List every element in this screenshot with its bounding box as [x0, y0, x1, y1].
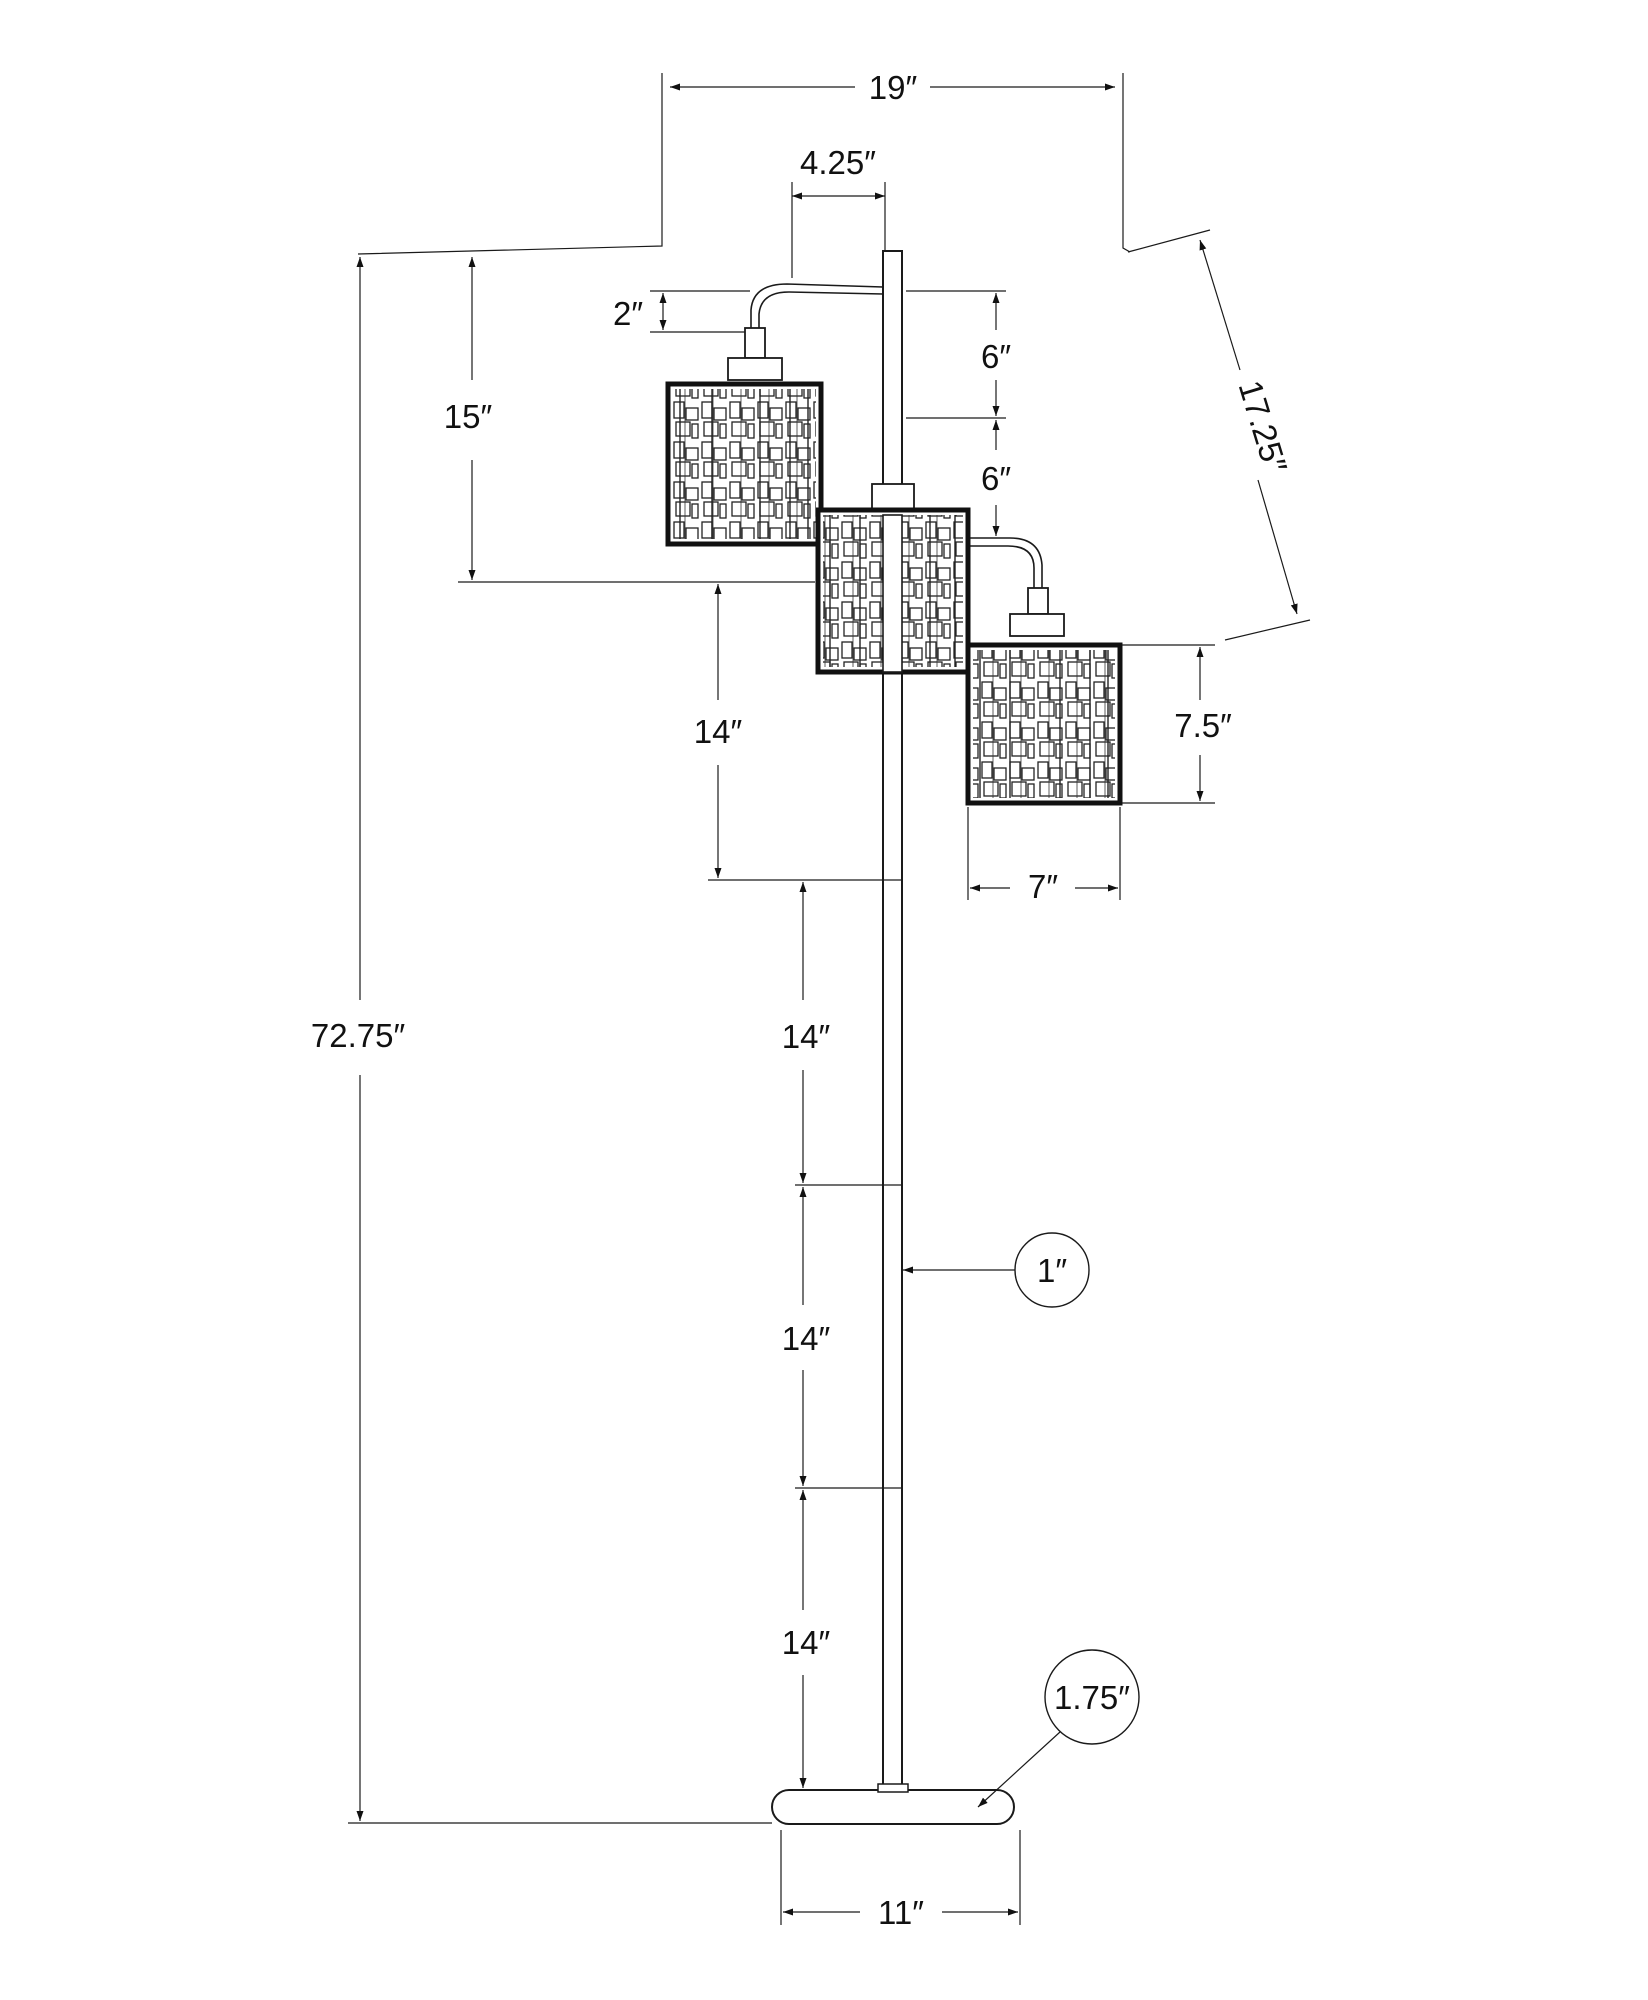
top-arm: [727, 283, 884, 381]
shade-width-dimension: 7″: [967, 807, 1121, 905]
right-arm: [902, 537, 1065, 637]
arm-spacing-dimension: 6″ 6″: [906, 290, 1011, 536]
top-left-shade: [665, 381, 824, 547]
pole-section-2-label: 14″: [782, 1320, 831, 1357]
pole-diameter-label: 1″: [1037, 1252, 1067, 1289]
cord-drop-dimension: 2″: [613, 290, 750, 333]
shade-height-dimension: 7.5″: [1122, 644, 1232, 804]
center-shade: [815, 483, 971, 675]
diagonal-reach-dimension: 17.25″: [1127, 229, 1311, 641]
lamp-base: [771, 1783, 1015, 1825]
overall-height-dimension: 72.75″: [311, 257, 772, 1824]
arm-spacing-2-label: 6″: [981, 460, 1011, 497]
overall-height-label: 72.75″: [311, 1017, 406, 1054]
shade-width-label: 7″: [1028, 868, 1058, 905]
pole-section-3-label: 14″: [782, 1624, 831, 1661]
arm-offset-label: 4.25″: [800, 144, 876, 181]
cord-drop-label: 2″: [613, 295, 643, 332]
top-shade-height-label: 15″: [444, 398, 493, 435]
arm-offset-dimension: 4.25″: [791, 144, 886, 278]
base-width-label: 11″: [878, 1894, 924, 1931]
upper-section-label: 14″: [694, 713, 743, 750]
pole-sections-dimension: 14″ 14″ 14″: [782, 882, 883, 1788]
top-shade-height-dimension: 15″: [444, 257, 815, 583]
diagonal-reach-label: 17.25″: [1232, 376, 1295, 477]
shade-height-label: 7.5″: [1174, 707, 1232, 744]
right-shade: [965, 642, 1123, 806]
pole-section-1-label: 14″: [782, 1018, 831, 1055]
base-height-callout: 1.75″: [977, 1649, 1140, 1808]
base-height-label: 1.75″: [1054, 1679, 1130, 1716]
overall-width-dimension: 19″: [357, 69, 1131, 255]
overall-width-label: 19″: [869, 69, 918, 106]
arm-spacing-1-label: 6″: [981, 338, 1011, 375]
upper-section-dimension: 14″: [694, 584, 883, 881]
base-width-dimension: 11″: [780, 1830, 1021, 1931]
pole-diameter-callout: 1″: [903, 1232, 1090, 1308]
